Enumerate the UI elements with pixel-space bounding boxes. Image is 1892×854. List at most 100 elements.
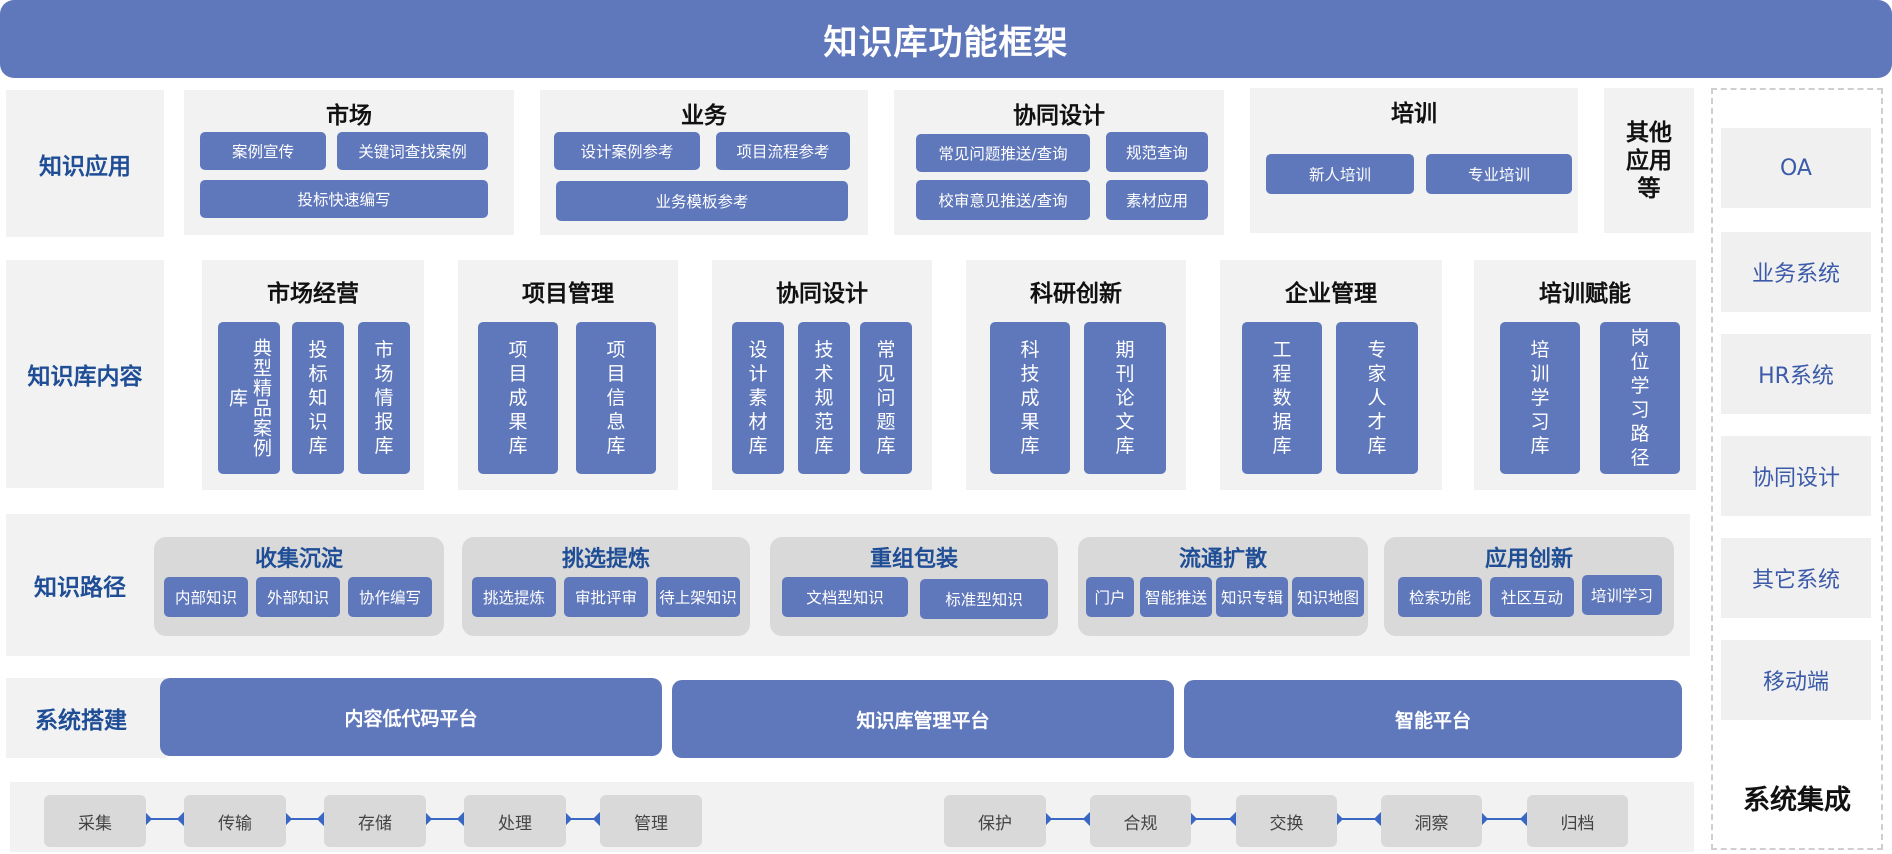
app-other-label: 其他应用等 <box>1626 119 1672 202</box>
content-panel-training: 培训赋能 培训学习库 岗位学习路径 <box>1474 260 1696 490</box>
integration-panel <box>1711 88 1883 850</box>
integration-item-hr[interactable]: HR系统 <box>1721 334 1871 414</box>
app-panel-training: 培训 新人培训 专业培训 <box>1250 88 1578 233</box>
path-group: 应用创新 检索功能 社区互动 培训学习 <box>1384 537 1674 636</box>
app-item-material-use[interactable]: 素材应用 <box>1106 180 1208 220</box>
path-item[interactable]: 审批评审 <box>564 577 648 617</box>
content-item[interactable]: 常见问题库 <box>860 322 912 474</box>
path-item[interactable]: 标准型知识 <box>920 579 1048 619</box>
content-item[interactable]: 岗位学习路径 <box>1600 322 1680 474</box>
content-item[interactable]: 工程数据库 <box>1242 322 1322 474</box>
content-item[interactable]: 设计素材库 <box>732 322 784 474</box>
content-item[interactable]: 期刊论文库 <box>1084 322 1166 474</box>
path-item[interactable]: 挑选提炼 <box>472 577 556 617</box>
path-item[interactable]: 检索功能 <box>1398 577 1482 617</box>
pipeline-step: 洞察 <box>1381 795 1482 847</box>
path-group-title: 流通扩散 <box>1178 547 1267 572</box>
content-panel-title: 培训赋能 <box>1539 281 1631 307</box>
integration-item-mobile[interactable]: 移动端 <box>1721 640 1871 720</box>
content-panel-title: 协同设计 <box>776 281 868 307</box>
app-panel-training-title: 培训 <box>1391 101 1437 127</box>
content-item[interactable]: 专家人才库 <box>1336 322 1418 474</box>
content-item-label: 投标知识库 <box>308 339 328 457</box>
path-item[interactable]: 内部知识 <box>164 577 248 617</box>
path-group: 重组包装 文档型知识 标准型知识 <box>770 537 1058 636</box>
pipeline-step: 合规 <box>1090 795 1191 847</box>
content-panel-title: 项目管理 <box>522 281 614 307</box>
content-item-label: 常见问题库 <box>876 339 896 457</box>
path-item[interactable]: 培训学习 <box>1582 575 1662 615</box>
content-item-label: 项目信息库 <box>606 339 626 457</box>
content-item-label: 期刊论文库 <box>1115 339 1135 457</box>
app-panel-collab: 协同设计 常见问题推送/查询 规范查询 校审意见推送/查询 素材应用 <box>894 90 1224 235</box>
pipeline-step: 保护 <box>944 795 1046 847</box>
app-panel-market: 市场 案例宣传 关键词查找案例 投标快速编写 <box>184 90 514 235</box>
app-item-pro-training[interactable]: 专业培训 <box>1426 154 1572 194</box>
build-label-bg <box>6 678 166 758</box>
content-item-label: 培训学习库 <box>1530 339 1550 457</box>
content-item[interactable]: 典型精品案例库 <box>218 322 280 474</box>
app-item-spec-query[interactable]: 规范查询 <box>1106 132 1208 172</box>
content-panel-market: 市场经营 典型精品案例库 投标知识库 市场情报库 <box>202 260 424 490</box>
app-item-keyword-search[interactable]: 关键词查找案例 <box>337 132 488 170</box>
pipeline-step: 管理 <box>600 795 702 847</box>
app-item-design-case[interactable]: 设计案例参考 <box>554 132 700 170</box>
app-item-process-ref[interactable]: 项目流程参考 <box>716 132 850 170</box>
content-item-label: 科技成果库 <box>1020 339 1040 457</box>
app-item-case-promo[interactable]: 案例宣传 <box>200 132 326 170</box>
path-item[interactable]: 智能推送 <box>1140 577 1212 617</box>
platform-kb-management[interactable]: 知识库管理平台 <box>672 680 1174 758</box>
page-title: 知识库功能框架 <box>823 22 1069 63</box>
row-label-content: 知识库内容 <box>6 260 164 488</box>
path-item[interactable]: 待上架知识 <box>656 577 740 617</box>
content-item-label: 技术规范库 <box>814 339 834 457</box>
integration-item-oa[interactable]: OA <box>1721 128 1871 208</box>
pipeline-step: 存储 <box>324 795 426 847</box>
path-item[interactable]: 外部知识 <box>256 577 340 617</box>
path-item[interactable]: 门户 <box>1086 577 1134 617</box>
content-item-label: 项目成果库 <box>508 339 528 457</box>
content-panel-collab: 协同设计 设计素材库 技术规范库 常见问题库 <box>712 260 932 490</box>
app-panel-business: 业务 设计案例参考 项目流程参考 业务模板参考 <box>540 90 868 235</box>
app-panel-market-title: 市场 <box>326 103 372 129</box>
integration-item-business[interactable]: 业务系统 <box>1721 232 1871 312</box>
content-panel-enterprise: 企业管理 工程数据库 专家人才库 <box>1220 260 1442 490</box>
content-panel-title: 市场经营 <box>267 281 359 307</box>
platform-low-code[interactable]: 内容低代码平台 <box>160 678 662 756</box>
path-group: 流通扩散 门户 智能推送 知识专辑 知识地图 <box>1078 537 1368 636</box>
app-item-review-push[interactable]: 校审意见推送/查询 <box>916 180 1090 220</box>
title-banner: 知识库功能框架 <box>0 0 1892 78</box>
content-item[interactable]: 培训学习库 <box>1500 322 1580 474</box>
pipeline-step: 交换 <box>1236 795 1337 847</box>
path-group-title: 重组包装 <box>869 547 958 572</box>
content-item[interactable]: 市场情报库 <box>358 322 410 474</box>
path-group-title: 挑选提炼 <box>561 547 650 572</box>
content-item-label: 市场情报库 <box>374 339 394 457</box>
content-item-label: 专家人才库 <box>1367 339 1387 457</box>
path-item[interactable]: 知识专辑 <box>1216 577 1288 617</box>
integration-item-other[interactable]: 其它系统 <box>1721 538 1871 618</box>
path-item[interactable]: 知识地图 <box>1292 577 1364 617</box>
app-item-template-ref[interactable]: 业务模板参考 <box>556 181 848 221</box>
path-item[interactable]: 文档型知识 <box>782 577 908 617</box>
path-item[interactable]: 协作编写 <box>348 577 432 617</box>
path-group-title: 应用创新 <box>1484 547 1573 572</box>
path-group: 挑选提炼 挑选提炼 审批评审 待上架知识 <box>462 537 750 636</box>
content-item[interactable]: 项目成果库 <box>478 322 558 474</box>
content-item-label: 典型精品案例库 <box>226 338 272 458</box>
content-panel-title: 科研创新 <box>1030 281 1122 307</box>
path-item[interactable]: 社区互动 <box>1490 577 1574 617</box>
content-item[interactable]: 技术规范库 <box>798 322 850 474</box>
row-label-path: 知识路径 <box>34 575 126 601</box>
app-item-newcomer-training[interactable]: 新人培训 <box>1266 154 1414 194</box>
app-item-bid-writing[interactable]: 投标快速编写 <box>200 180 488 218</box>
integration-item-collab[interactable]: 协同设计 <box>1721 436 1871 516</box>
content-item[interactable]: 投标知识库 <box>292 322 344 474</box>
app-panel-collab-title: 协同设计 <box>1013 103 1105 129</box>
app-item-faq-push[interactable]: 常见问题推送/查询 <box>916 134 1090 172</box>
row-label-build: 系统搭建 <box>35 708 127 734</box>
content-item[interactable]: 科技成果库 <box>990 322 1070 474</box>
platform-intelligent[interactable]: 智能平台 <box>1184 680 1682 758</box>
content-item[interactable]: 项目信息库 <box>576 322 656 474</box>
